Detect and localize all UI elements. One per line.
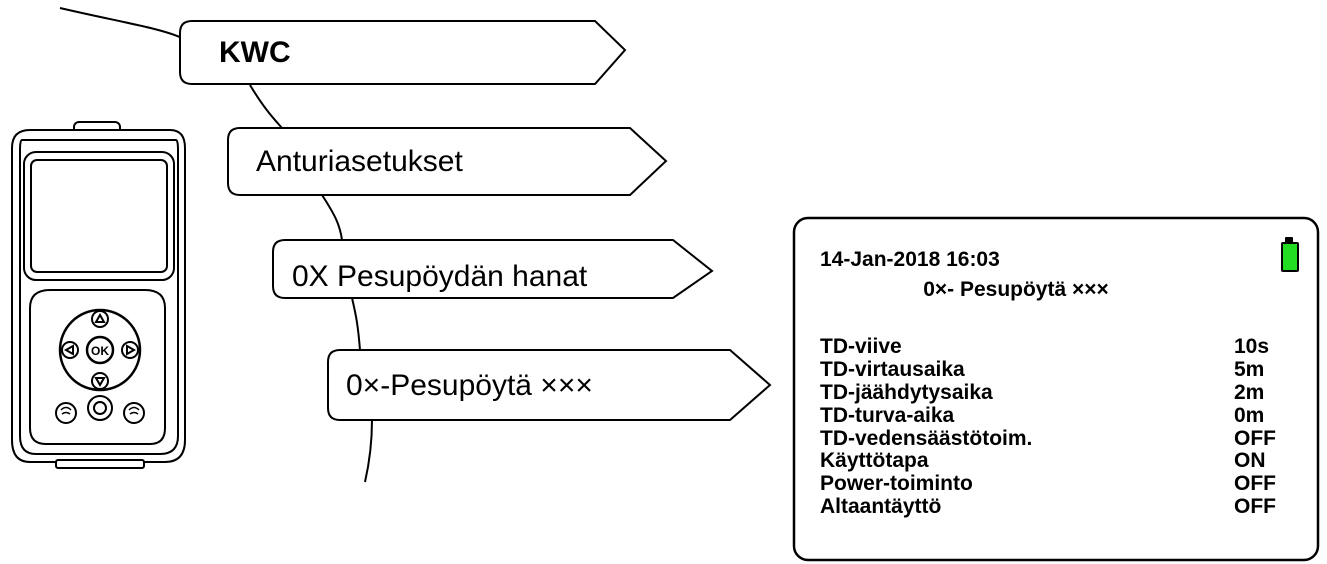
dpad-left-button [61, 341, 79, 359]
setting-value: 5m [1234, 357, 1265, 381]
ok-button [85, 335, 115, 365]
screen-datetime: 14-Jan-2018 16:03 [820, 248, 1000, 271]
setting-row: TD-vedensäästötoim. OFF [820, 426, 1290, 451]
setting-name: TD-jäähdytysaika [820, 380, 993, 404]
screen-title: 0×- Pesupöytä ××× [923, 278, 1109, 301]
menu-connector-curve [59, 7, 373, 483]
menu-arrow-anturiasetukset [227, 127, 668, 196]
menu-item-anturiasetukset: Anturiasetukset [256, 145, 463, 178]
menu-item-kwc: KWC [219, 36, 291, 69]
dpad-right-button [121, 341, 139, 359]
controller-keypad-area [29, 289, 166, 445]
setting-name: TD-viive [820, 335, 902, 358]
menu-arrow-kwc [179, 20, 627, 85]
setting-row: Power-toiminto OFF [820, 472, 1290, 496]
setting-name: TD-turva-aika [820, 403, 955, 427]
power-button [87, 395, 113, 421]
setting-value: OFF [1234, 495, 1276, 519]
setting-row: TD-turva-aika 0m [820, 403, 1290, 428]
controller-screen [30, 159, 168, 273]
setting-value: OFF [1234, 472, 1276, 496]
right-softkey [123, 402, 145, 424]
dpad-down-button [91, 372, 109, 390]
setting-row: TD-jäähdytysaika 2m [820, 380, 1290, 405]
setting-name: Altaantäyttö [820, 495, 942, 519]
setting-name: TD-virtausaika [820, 357, 965, 381]
setting-value: 2m [1234, 380, 1265, 404]
setting-value: OFF [1234, 426, 1276, 450]
controller-body [11, 129, 186, 463]
menu-item-pesupoydan-hanat: 0X Pesupöydän hanat [292, 260, 588, 293]
setting-row: Altaantäyttö OFF [820, 495, 1290, 519]
battery-icon-cap [1285, 237, 1293, 242]
setting-name: Power-toiminto [820, 472, 973, 496]
setting-name: TD-vedensäästötoim. [820, 426, 1033, 450]
setting-value: 0m [1234, 403, 1265, 427]
setting-name: Käyttötapa [820, 449, 929, 473]
setting-value: ON [1234, 449, 1266, 473]
setting-row: TD-viive 10s [820, 335, 1290, 359]
setting-row: TD-virtausaika 5m [820, 357, 1290, 382]
menu-arrow-pesupoydan-hanat [272, 239, 714, 299]
menu-item-pesupoyta: 0×-Pesupöytä ××× [346, 369, 593, 402]
controller-bottom-base [55, 459, 145, 469]
ok-button-label: OK [91, 344, 109, 358]
device-screen: 14-Jan-2018 16:03 0×- Pesupöytä ××× TD-v… [796, 224, 1316, 556]
setting-row: Käyttötapa ON [820, 450, 1290, 473]
menu-arrow-pesupoyta [327, 349, 772, 421]
dpad-up-button [91, 310, 109, 328]
handheld-controller [11, 121, 186, 469]
controller-screen-bezel [23, 151, 175, 281]
left-softkey [55, 402, 77, 424]
settings-list: TD-viive 10s TD-virtausaika 5m TD-jäähdyty… [820, 335, 1290, 519]
setting-value: 10s [1234, 335, 1270, 358]
screen-panel-outline [792, 216, 1320, 562]
battery-icon [1281, 242, 1299, 272]
